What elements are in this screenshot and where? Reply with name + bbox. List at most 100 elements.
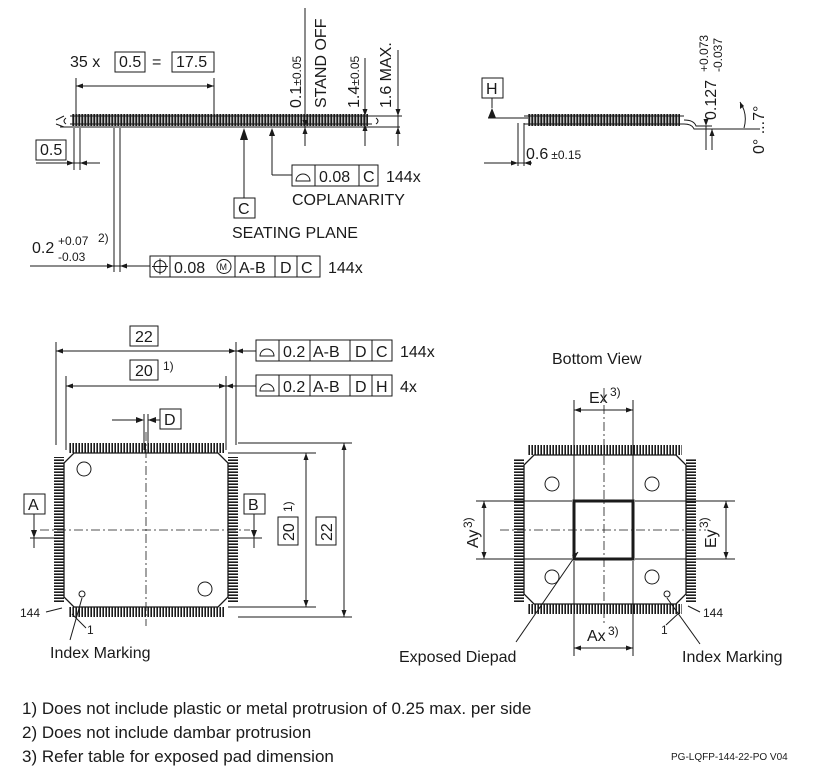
- lead-pitch-value: 0.5: [40, 142, 62, 159]
- ax-note: 3): [608, 624, 619, 638]
- vertical-body-note: 1): [281, 501, 295, 512]
- top-view: 22 20 1) 0.2 A-B D C 144x: [20, 325, 435, 662]
- thickness-tol-plus: +0.073: [697, 35, 711, 72]
- ey-label: Ey: [703, 529, 720, 548]
- body-width-note: 1): [163, 359, 174, 373]
- lead-pitch-dimension: 0.5: [35, 128, 100, 170]
- lead-width-tol-plus: +0.07: [58, 234, 89, 248]
- ey-dimension: Ey 3): [635, 500, 735, 560]
- bv-top-leads: [528, 445, 682, 455]
- profile1-datum-ab: A-B: [313, 344, 340, 361]
- exposed-diepad-label: Exposed Diepad: [399, 649, 516, 666]
- profile2-datum-ab: A-B: [313, 379, 340, 396]
- body-width-value: 20: [135, 363, 153, 380]
- footnotes: 1) Does not include plastic or metal pro…: [22, 697, 531, 769]
- ejector-mark: [544, 476, 560, 492]
- ejector-mark: [644, 476, 660, 492]
- document-id: PG-LQFP-144-22-PO V04: [671, 752, 788, 763]
- datum-b-callout: B: [232, 493, 266, 548]
- thickness-dimension: 0.127 +0.073 -0.037: [697, 35, 725, 150]
- pitch-dimension: 35 x 0.5 = 17.5: [70, 51, 215, 118]
- ax-label: Ax: [587, 628, 606, 645]
- profile1-datum-c: C: [376, 344, 388, 361]
- pin1-index-dot: [663, 590, 671, 598]
- lead-angle: 0° ...7°: [751, 106, 768, 154]
- side-view-package-body: [55, 114, 379, 128]
- coplanarity-callout: 0.08 C 144x COPLANARITY: [269, 128, 421, 209]
- footnote-1: 1) Does not include plastic or metal pro…: [22, 699, 532, 718]
- max-height-label: 1.6 MAX.: [378, 42, 395, 108]
- vertical-body-value: 20: [281, 523, 298, 541]
- bottom-view: Bottom View Ex 3) Ay 3): [399, 351, 783, 666]
- ax-dimension: Ax 3): [573, 561, 634, 656]
- outer-width-value: 22: [135, 329, 153, 346]
- lead-width-note: 2): [98, 231, 109, 245]
- pitch-value: 0.5: [119, 54, 141, 71]
- body-width-dimension: 20 1): [66, 359, 226, 389]
- profile-tolerance-frame-2: 0.2 A-B D H 4x: [226, 374, 417, 397]
- ey-note: 3): [697, 517, 711, 528]
- footnote-2: 2) Does not include dambar protrusion: [22, 723, 312, 742]
- coplanarity-datum: C: [363, 169, 375, 186]
- standoff-label: STAND OFF: [313, 18, 330, 108]
- datum-h-callout: H: [481, 77, 528, 119]
- pin-1-label: 1: [87, 623, 94, 637]
- ejector-mark: [544, 569, 560, 585]
- gauge-value: 0.6±0.15: [526, 146, 582, 163]
- lead-width-tol-minus: -0.03: [58, 250, 86, 264]
- equals-sign: =: [152, 54, 161, 71]
- datum-b: B: [248, 497, 259, 514]
- pitch-total: 17.5: [176, 54, 207, 71]
- ex-note: 3): [610, 385, 621, 399]
- datum-a-callout: A: [23, 493, 60, 548]
- outer-height-dimension: 22: [315, 443, 347, 617]
- seating-plane-callout: C SEATING PLANE: [232, 128, 358, 242]
- height-dimensions: 0.1±0.05 STAND OFF 1.4±0.05 1.6 MAX.: [288, 8, 402, 146]
- profile2-count: 4x: [400, 379, 417, 396]
- bottom-view-title: Bottom View: [552, 351, 642, 368]
- profile2-datum-d: D: [355, 379, 367, 396]
- bv-pin-144-label: 144: [703, 606, 723, 620]
- lead-angle-dimension: 0° ...7°: [712, 101, 768, 154]
- pin1-index-dot: [78, 590, 86, 598]
- bottom-leads: [68, 607, 224, 617]
- standoff-value: 0.1±0.05: [288, 55, 305, 108]
- ejector-mark: [76, 461, 92, 477]
- coplanarity-count: 144x: [386, 169, 421, 186]
- position-datum-c: C: [301, 260, 313, 277]
- position-value: 0.08: [174, 260, 205, 277]
- position-datum-d: D: [280, 260, 292, 277]
- profile2-value: 0.2: [283, 379, 305, 396]
- coplanarity-value: 0.08: [319, 169, 350, 186]
- profile-tolerance-frame-1: 0.2 A-B D C 144x: [236, 339, 435, 362]
- profile-symbol-icon: [259, 383, 275, 392]
- profile-symbol-icon: [295, 173, 311, 182]
- coplanarity-label: COPLANARITY: [292, 192, 405, 209]
- position-modifier: M: [220, 262, 228, 272]
- seating-plane-label: SEATING PLANE: [232, 225, 358, 242]
- lead-width-dimension: 0.2 +0.07 -0.03 2): [30, 128, 148, 272]
- body-height-value: 1.4±0.05: [346, 55, 363, 108]
- profile1-value: 0.2: [283, 344, 305, 361]
- vertical-outer-value: 22: [319, 523, 336, 541]
- bv-bottom-leads: [528, 604, 682, 614]
- datum-h: H: [486, 81, 498, 98]
- ay-label: Ay: [465, 530, 482, 548]
- position-datum-ab: A-B: [239, 260, 266, 277]
- body-height-dimension: 20 1): [277, 453, 309, 607]
- ejector-mark: [644, 569, 660, 585]
- footnote-3: 3) Refer table for exposed pad dimension: [22, 747, 334, 766]
- position-symbol-icon: [152, 258, 168, 275]
- profile1-count: 144x: [400, 344, 435, 361]
- ay-note: 3): [461, 517, 475, 528]
- ay-dimension: Ay 3): [461, 500, 572, 560]
- pin-144-label: 144: [20, 606, 40, 620]
- profile-symbol-icon: [259, 348, 275, 357]
- top-leads: [68, 443, 224, 453]
- bv-index-marking-label: Index Marking: [682, 649, 783, 666]
- lead-detail-view: H 0.6±0.15 0.127 +0.073 -0.037 0° ...7°: [481, 35, 768, 166]
- lead-width-value: 0.2: [32, 240, 54, 257]
- datum-a: A: [28, 497, 39, 514]
- datum-d: D: [164, 412, 176, 429]
